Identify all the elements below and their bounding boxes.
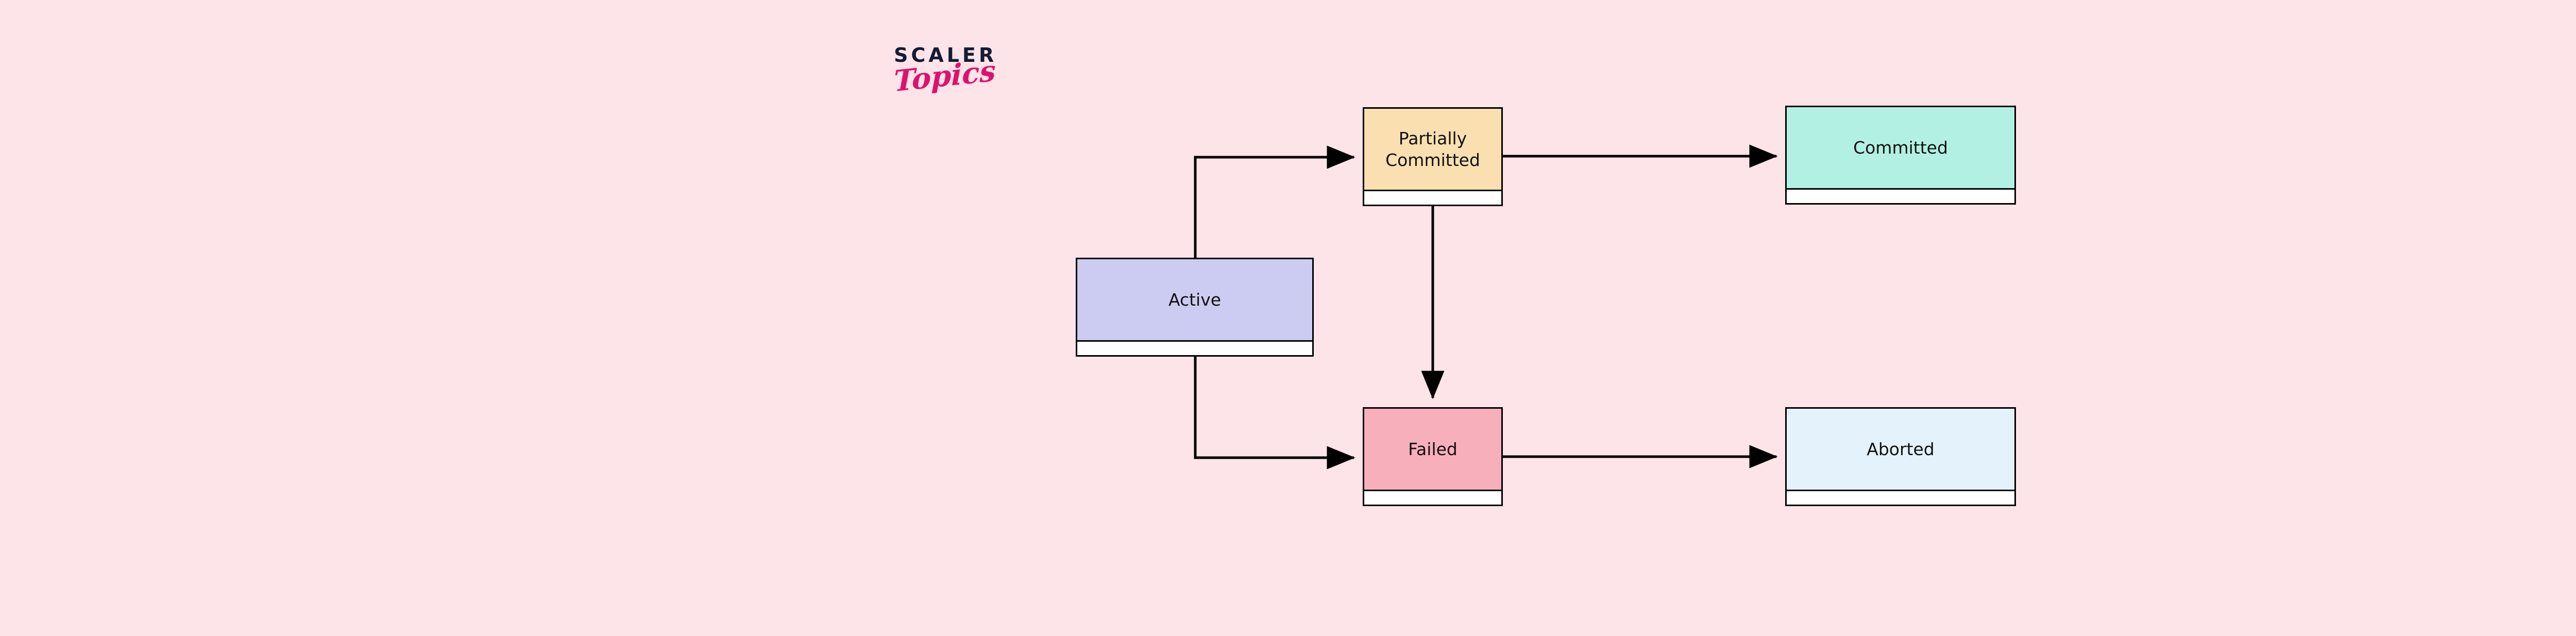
state-node-label: Aborted [1867,439,1935,459]
state-node-label: Active [1168,289,1222,310]
scaler-topics-logo: SCALER Topics [894,45,1048,112]
state-node-strip [1364,191,1501,205]
state-node-aborted[interactable]: Aborted [1785,407,2016,506]
state-node-label: Failed [1408,439,1458,459]
state-node-body: Partially Committed [1364,109,1501,191]
state-node-label: Committed [1853,137,1948,158]
state-node-strip [1787,491,2014,505]
state-node-active[interactable]: Active [1076,258,1314,357]
state-node-body: Committed [1787,107,2014,190]
state-node-strip [1364,491,1501,505]
logo-wordmark: SCALER [894,44,997,66]
state-node-failed[interactable]: Failed [1363,407,1503,506]
state-node-strip [1077,342,1312,355]
state-node-label: Partially Committed [1385,128,1480,170]
state-node-body: Aborted [1787,409,2014,491]
state-node-partially-committed[interactable]: Partially Committed [1363,107,1503,206]
state-node-strip [1787,190,2014,203]
edge-active-to-partially-committed [1194,145,1355,258]
state-node-body: Active [1077,259,1312,342]
state-node-committed[interactable]: Committed [1785,106,2016,205]
state-node-body: Failed [1364,409,1501,491]
edge-active-to-failed [1194,357,1355,470]
